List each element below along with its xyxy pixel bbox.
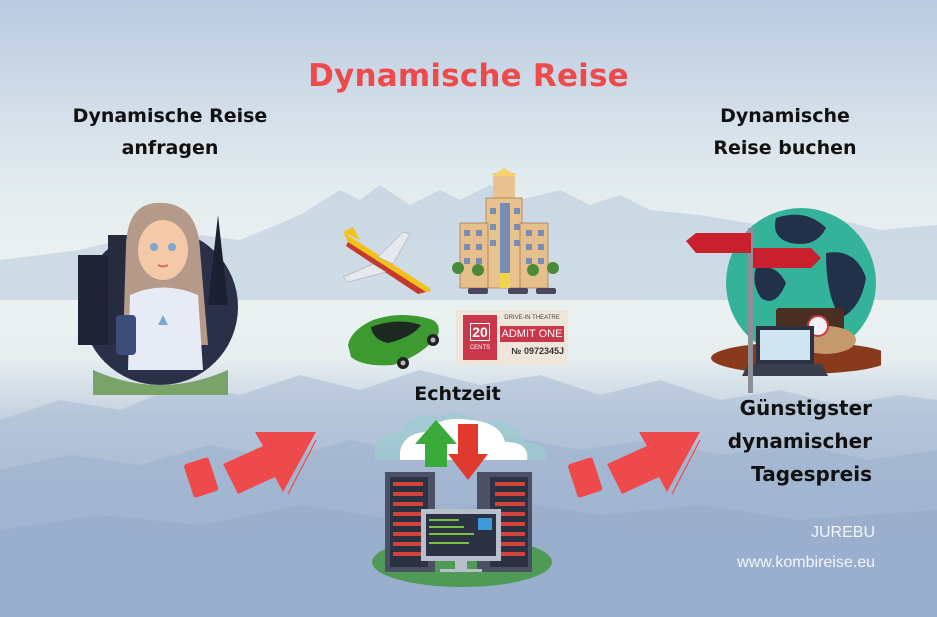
ticket-value-panel: 20 CENTS [463, 315, 497, 360]
arrow-request-to-realtime-icon [184, 432, 317, 498]
step-request-label: Dynamische Reise anfragen [72, 105, 268, 159]
page-title: Dynamische Reise [308, 58, 629, 94]
cloud-server-icon [372, 413, 552, 587]
arrow-realtime-to-price-icon [568, 432, 701, 498]
hotel-icon [452, 168, 559, 294]
download-arrow [448, 424, 488, 480]
website-link[interactable]: www.kombireise.eu [737, 554, 875, 571]
upload-arrow [415, 420, 457, 467]
realtime-label: Echtzeit [414, 383, 501, 405]
globe-travel-icon [686, 208, 881, 393]
branding: JUREBU www.kombireise.eu [737, 518, 875, 578]
step-book-label: Dynamische Reise buchen [713, 105, 857, 159]
traveler-girl-icon [78, 202, 238, 395]
company-name: JUREBU [810, 524, 875, 541]
airplane-icon [342, 227, 431, 294]
cheapest-price-label: Günstigster dynamischer Tagespreis [727, 396, 872, 486]
car-icon [348, 315, 439, 369]
ticket-icon: 20 CENTS DRIVE-IN THEATRE ADMIT ONE № 09… [456, 310, 568, 365]
